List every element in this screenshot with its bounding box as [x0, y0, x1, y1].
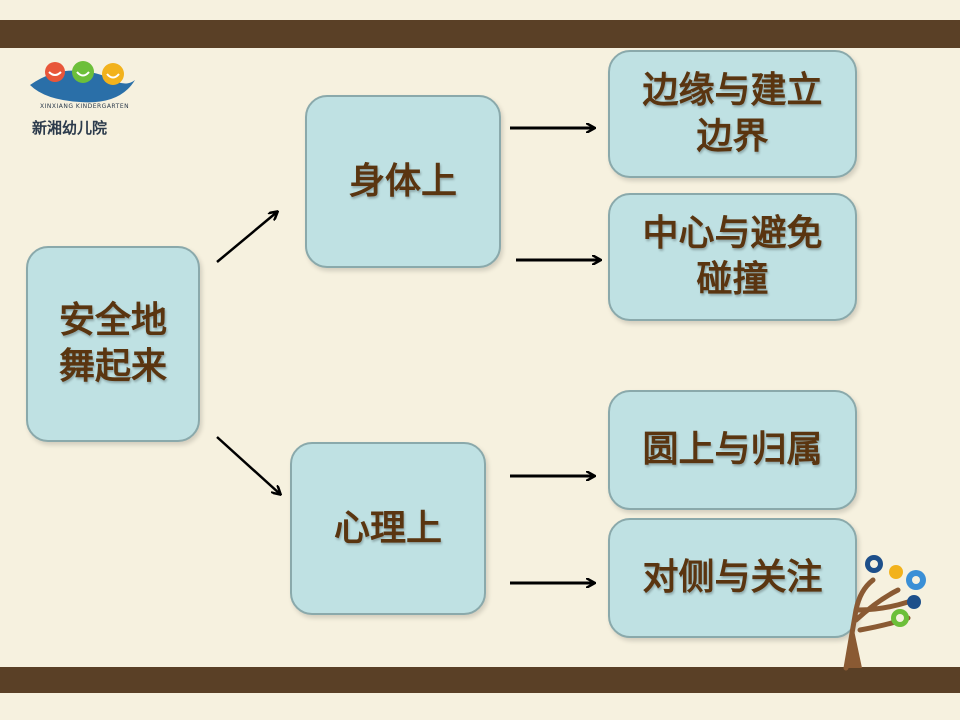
bottom-band — [0, 667, 960, 693]
logo-subtitle: XINXIANG KINDERGARTEN — [40, 103, 130, 110]
leaf-label: 对侧与关注 — [642, 557, 823, 598]
leaf-node: 圆上与归属 — [608, 390, 857, 510]
leaf-label: 边缘与建立 边界 — [642, 70, 823, 157]
leaf-node: 对侧与关注 — [608, 518, 857, 638]
leaf-node: 边缘与建立 边界 — [608, 50, 857, 178]
branch-label: 身体上 — [348, 160, 457, 202]
leaf-label: 圆上与归属 — [642, 429, 823, 470]
arrow-root-to-mind — [216, 436, 280, 494]
root-label: 安全地 舞起来 — [58, 300, 167, 387]
leaf-node: 中心与避免 碰撞 — [608, 193, 857, 321]
leaf-label: 中心与避免 碰撞 — [642, 213, 823, 300]
logo-name: 新湘幼儿院 — [32, 119, 108, 137]
tree-decoration-icon — [843, 555, 926, 671]
root-node: 安全地 舞起来 — [26, 246, 200, 442]
branch-label: 心理上 — [333, 507, 442, 549]
logo-icon — [30, 61, 135, 103]
branch-node-body: 身体上 — [305, 95, 501, 268]
top-band — [0, 20, 960, 48]
branch-node-mind: 心理上 — [290, 442, 486, 615]
arrow-root-to-body — [216, 212, 277, 263]
